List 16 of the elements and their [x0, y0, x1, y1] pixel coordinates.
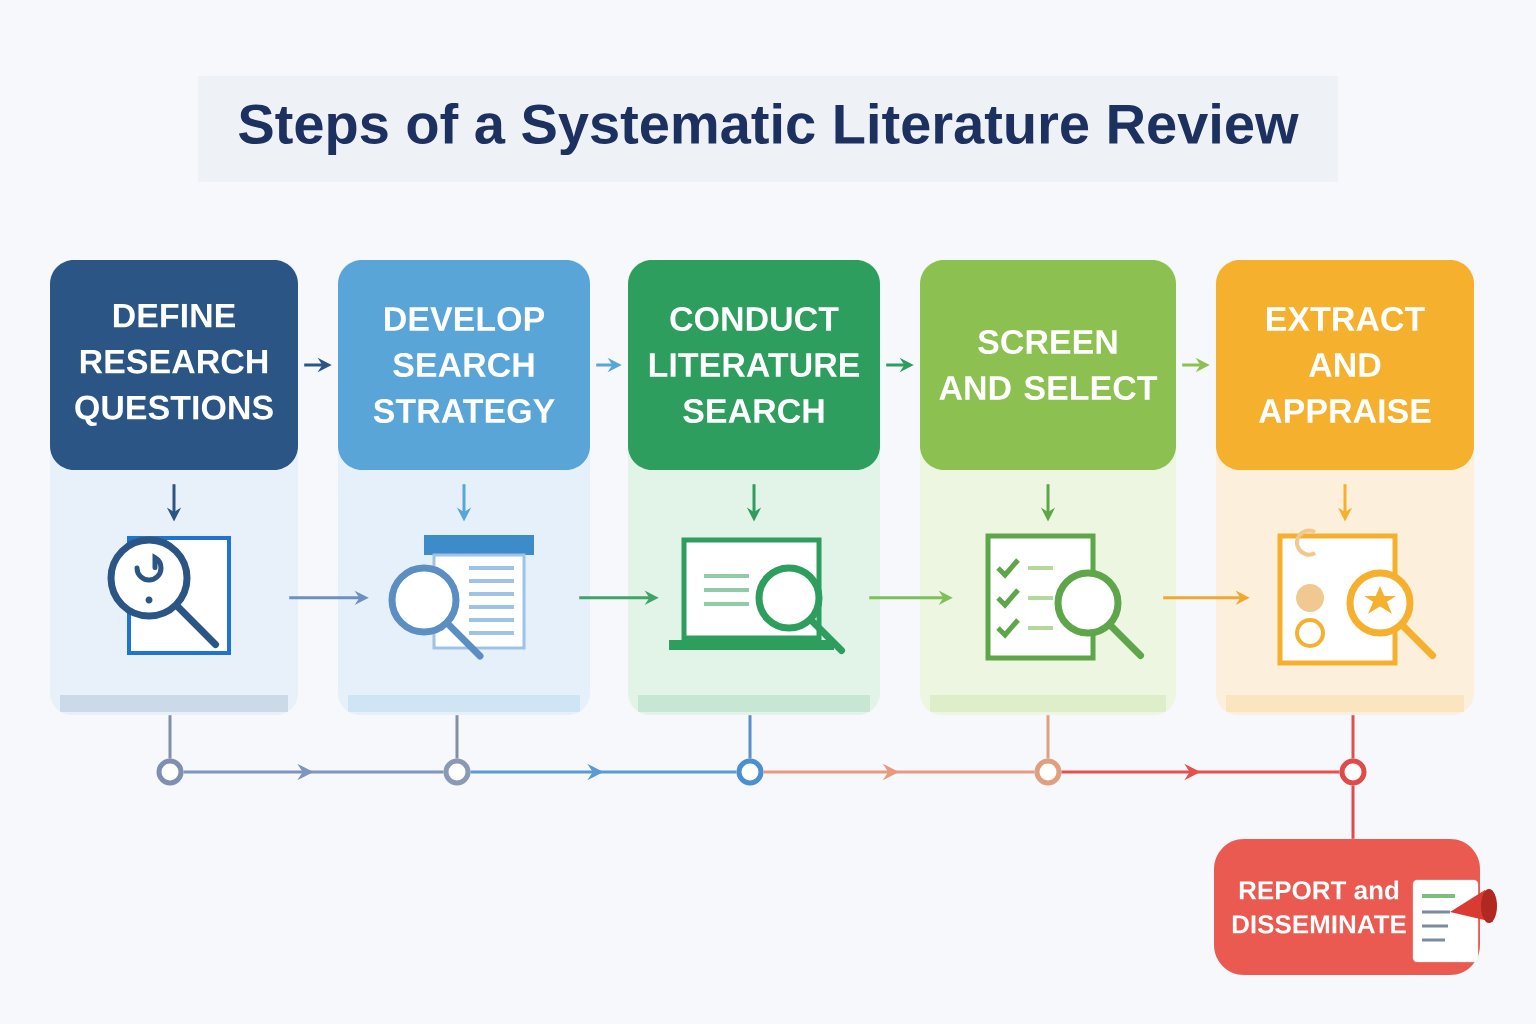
timeline-dot [736, 758, 764, 786]
checklist-search-icon [985, 533, 1144, 661]
step-box: CONDUCT LITERATURE SEARCH [628, 260, 880, 470]
timeline-dot [1034, 758, 1062, 786]
step-box: SCREEN AND SELECT [920, 260, 1176, 470]
browser-search-icon [388, 535, 534, 660]
step-box: DEFINE RESEARCH QUESTIONS [50, 260, 298, 470]
laptop-search-icon [669, 537, 845, 654]
step-box: DEVELOP SEARCH STRATEGY [338, 260, 590, 470]
document-star-search-icon [1277, 528, 1436, 666]
timeline-dot [443, 758, 471, 786]
step-box: EXTRACT AND APPRAISE [1216, 260, 1474, 470]
question-magnifier-icon [107, 536, 231, 655]
timeline-dot [1339, 758, 1367, 786]
title: Steps of a Systematic Literature Review [198, 76, 1338, 182]
timeline-dot [156, 758, 184, 786]
